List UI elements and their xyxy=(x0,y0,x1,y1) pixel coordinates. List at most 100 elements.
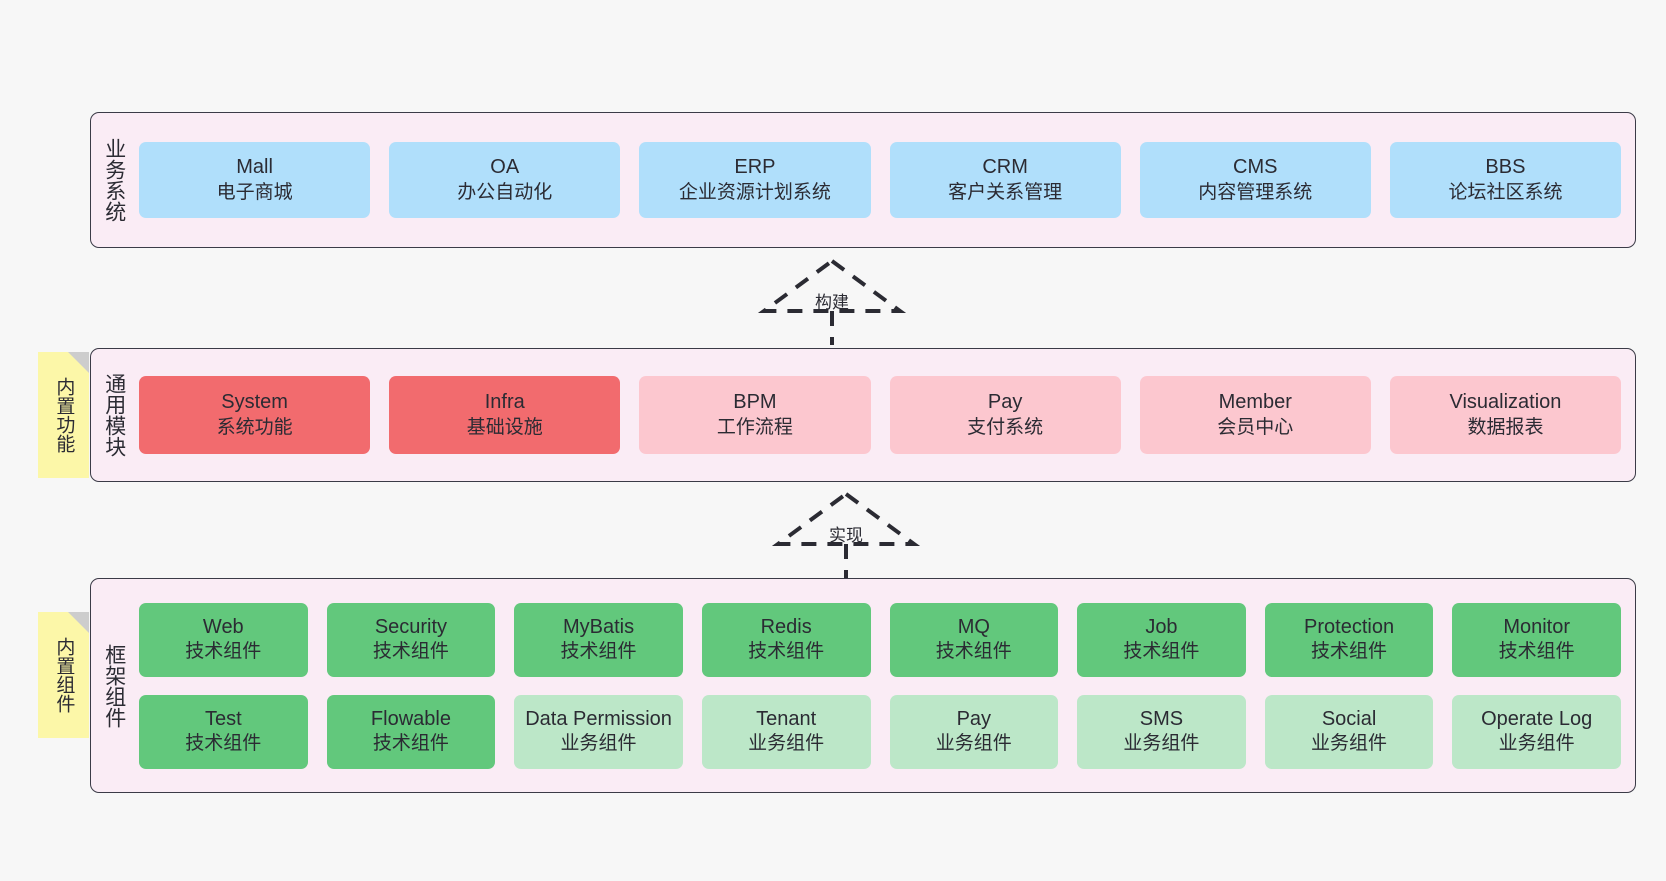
card-subtitle: 技术组件 xyxy=(372,641,449,663)
card-subtitle: 基础设施 xyxy=(466,416,543,438)
card-bbs[interactable]: BBS 论坛社区系统 xyxy=(1389,142,1622,218)
card-title: Monitor xyxy=(1503,615,1571,638)
card-title: Mall xyxy=(236,156,273,179)
card-subtitle: 业务组件 xyxy=(1311,733,1388,755)
card-subtitle: 会员中心 xyxy=(1217,416,1294,438)
card-redis[interactable]: Redis 技术组件 xyxy=(701,602,871,677)
card-pay[interactable]: Pay 支付系统 xyxy=(889,376,1121,454)
card-title: OA xyxy=(490,156,520,179)
card-subtitle: 系统功能 xyxy=(216,416,293,438)
card-protection[interactable]: Protection 技术组件 xyxy=(1264,602,1434,677)
card-subtitle: 技术组件 xyxy=(1123,641,1200,663)
note-text: 内置功能 xyxy=(53,377,75,453)
card-subtitle: 客户关系管理 xyxy=(948,181,1063,203)
card-title: BBS xyxy=(1485,156,1526,179)
card-visualization[interactable]: Visualization 数据报表 xyxy=(1389,376,1622,454)
card-subtitle: 技术组件 xyxy=(935,641,1012,663)
connector-label-build: 构建 xyxy=(815,293,849,312)
card-flowable[interactable]: Flowable 技术组件 xyxy=(326,694,496,769)
card-subtitle: 技术组件 xyxy=(372,733,449,755)
card-title: SMS xyxy=(1139,707,1184,730)
card-system[interactable]: System 系统功能 xyxy=(139,376,371,454)
card-subtitle: 电子商城 xyxy=(216,181,293,203)
card-social[interactable]: Social 业务组件 xyxy=(1264,694,1434,769)
card-subtitle: 业务组件 xyxy=(935,733,1012,755)
card-web[interactable]: Web 技术组件 xyxy=(139,602,308,677)
card-oa[interactable]: OA 办公自动化 xyxy=(389,142,621,218)
card-monitor[interactable]: Monitor 技术组件 xyxy=(1452,602,1621,677)
card-subtitle: 论坛社区系统 xyxy=(1448,181,1563,203)
card-security[interactable]: Security 技术组件 xyxy=(326,602,496,677)
card-crm[interactable]: CRM 客户关系管理 xyxy=(889,142,1121,218)
connector-implement: 实现 xyxy=(766,488,926,578)
card-pay-component[interactable]: Pay 业务组件 xyxy=(889,694,1059,769)
card-title: ERP xyxy=(734,156,776,179)
card-title: Flowable xyxy=(370,707,451,730)
card-subtitle: 数据报表 xyxy=(1467,416,1544,438)
card-job[interactable]: Job 技术组件 xyxy=(1077,602,1246,677)
card-mq[interactable]: MQ 技术组件 xyxy=(889,602,1059,677)
card-sms[interactable]: SMS 业务组件 xyxy=(1077,694,1246,769)
card-subtitle: 内容管理系统 xyxy=(1198,181,1313,203)
card-subtitle: 技术组件 xyxy=(748,641,825,663)
card-title: Web xyxy=(202,615,244,638)
card-title: BPM xyxy=(733,391,777,414)
card-title: MQ xyxy=(957,615,990,638)
card-member[interactable]: Member 会员中心 xyxy=(1139,376,1371,454)
card-title: Data Permission xyxy=(525,707,672,730)
note-builtin-functions: 内置功能 xyxy=(38,352,89,478)
card-title: Member xyxy=(1218,391,1292,414)
card-subtitle: 业务组件 xyxy=(1123,733,1200,755)
connector-label-implement: 实现 xyxy=(829,526,863,545)
card-tenant[interactable]: Tenant 业务组件 xyxy=(701,694,871,769)
card-title: Test xyxy=(204,707,242,730)
card-infra[interactable]: Infra 基础设施 xyxy=(389,376,621,454)
card-title: Redis xyxy=(760,615,812,638)
card-title: Job xyxy=(1145,615,1178,638)
card-title: Infra xyxy=(484,391,525,414)
card-subtitle: 技术组件 xyxy=(185,641,262,663)
card-subtitle: 业务组件 xyxy=(560,733,637,755)
card-subtitle: 支付系统 xyxy=(967,416,1044,438)
card-subtitle: 技术组件 xyxy=(185,733,262,755)
card-title: MyBatis xyxy=(563,615,635,638)
card-row: System 系统功能 Infra 基础设施 BPM 工作流程 Pay 支付系统… xyxy=(139,376,1622,454)
card-erp[interactable]: ERP 企业资源计划系统 xyxy=(639,142,871,218)
card-test[interactable]: Test 技术组件 xyxy=(139,694,308,769)
card-mybatis[interactable]: MyBatis 技术组件 xyxy=(514,602,683,677)
card-title: Pay xyxy=(987,391,1023,414)
note-builtin-components: 内置组件 xyxy=(38,612,89,738)
card-title: Security xyxy=(374,615,448,638)
realization-arrow-icon xyxy=(771,491,921,578)
card-cms[interactable]: CMS 内容管理系统 xyxy=(1139,142,1371,218)
card-title: System xyxy=(221,391,288,414)
card-subtitle: 技术组件 xyxy=(1498,641,1575,663)
layer-body-common: System 系统功能 Infra 基础设施 BPM 工作流程 Pay 支付系统… xyxy=(137,349,1635,481)
card-title: Operate Log xyxy=(1481,707,1593,730)
note-fold-icon xyxy=(68,612,89,633)
note-fold-icon xyxy=(68,352,89,373)
card-operate-log[interactable]: Operate Log 业务组件 xyxy=(1452,694,1621,769)
layer-framework-components: 框架组件 Web 技术组件 Security 技术组件 MyBatis 技术组件… xyxy=(90,578,1636,793)
realization-arrow-icon xyxy=(757,258,907,345)
card-title: CRM xyxy=(982,156,1028,179)
card-row: Mall 电子商城 OA 办公自动化 ERP 企业资源计划系统 CRM 客户关系… xyxy=(139,142,1622,218)
card-subtitle: 技术组件 xyxy=(560,641,637,663)
layer-common-modules: 通用模块 System 系统功能 Infra 基础设施 BPM 工作流程 Pay… xyxy=(90,348,1636,482)
card-mall[interactable]: Mall 电子商城 xyxy=(139,142,371,218)
layer-body-framework: Web 技术组件 Security 技术组件 MyBatis 技术组件 Redi… xyxy=(137,579,1635,792)
card-bpm[interactable]: BPM 工作流程 xyxy=(639,376,871,454)
layer-business-systems: 业务系统 Mall 电子商城 OA 办公自动化 ERP 企业资源计划系统 CRM… xyxy=(90,112,1636,248)
card-title: Tenant xyxy=(756,707,817,730)
connector-build: 构建 xyxy=(752,255,912,345)
card-title: Visualization xyxy=(1449,391,1562,414)
card-subtitle: 业务组件 xyxy=(1498,733,1575,755)
card-subtitle: 业务组件 xyxy=(748,733,825,755)
card-title: Social xyxy=(1321,707,1377,730)
card-row: Test 技术组件 Flowable 技术组件 Data Permission … xyxy=(139,694,1621,769)
note-text: 内置组件 xyxy=(53,637,75,713)
card-data-permission[interactable]: Data Permission 业务组件 xyxy=(514,694,683,769)
card-title: Pay xyxy=(956,707,992,730)
layer-title-common: 通用模块 xyxy=(102,373,126,457)
